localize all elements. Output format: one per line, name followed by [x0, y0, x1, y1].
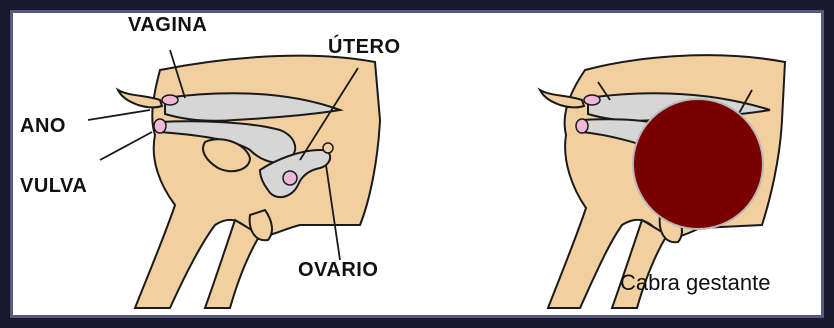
- right-goat-vulva: [576, 119, 588, 133]
- leader-vulva: [100, 132, 152, 160]
- label-vagina: VAGINA: [128, 15, 207, 35]
- left-goat-anus: [162, 95, 178, 105]
- right-goat-anus: [584, 95, 600, 105]
- label-vulva: VULVA: [20, 176, 87, 196]
- leader-ano: [88, 110, 150, 120]
- left-goat-leg: [205, 220, 260, 308]
- fetus-circle: [633, 99, 763, 229]
- caption-cabra-gestante: Cabra gestante: [620, 272, 770, 294]
- label-ovario: OVARIO: [298, 260, 378, 280]
- left-goat-ovary-2: [323, 143, 333, 153]
- label-ano: ANO: [20, 116, 66, 136]
- left-goat-ovary: [283, 171, 297, 185]
- left-goat-vulva: [154, 119, 166, 133]
- label-utero: ÚTERO: [328, 37, 401, 57]
